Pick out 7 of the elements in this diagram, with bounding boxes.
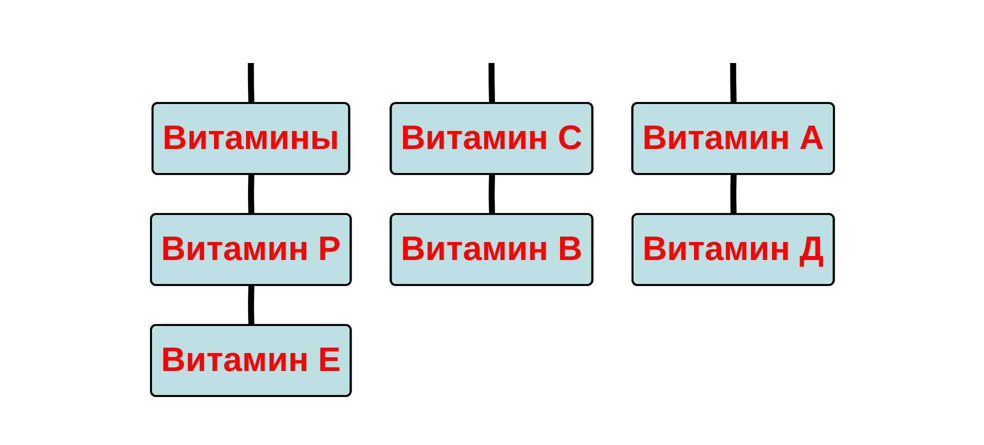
- connector: [488, 63, 495, 104]
- connector: [247, 63, 254, 104]
- connector: [248, 174, 254, 215]
- connector: [730, 63, 736, 104]
- connector: [488, 174, 495, 215]
- connector: [730, 174, 736, 215]
- connector: [248, 285, 254, 326]
